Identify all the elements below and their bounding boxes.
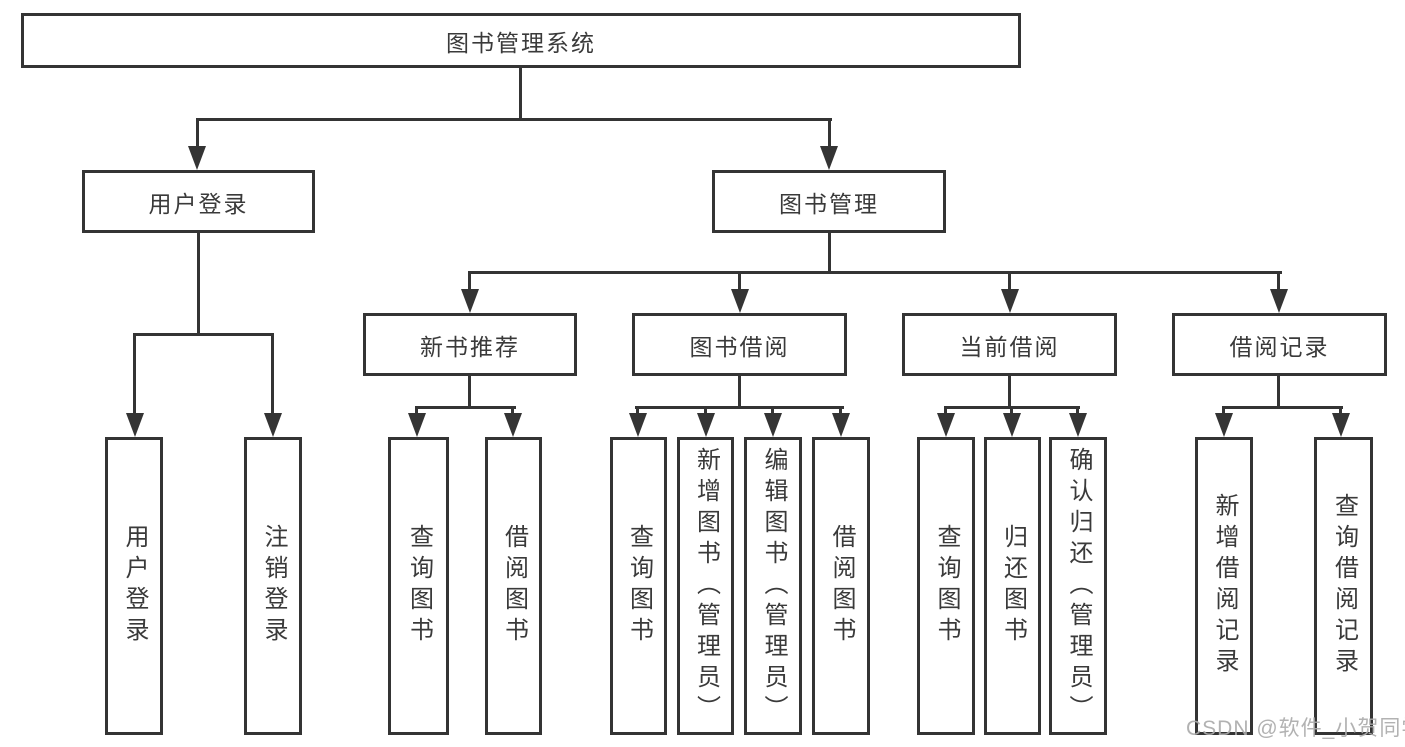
connector-line [468,374,471,409]
arrow-down-icon [1069,413,1087,437]
connector-line [133,333,136,415]
node-label: 图书借阅 [689,333,790,360]
leaf-label: 新增图书（管理员） [692,446,720,726]
arrow-down-icon [1270,289,1288,313]
connector-line [1339,406,1342,416]
leaf-edit-books-admin: 编辑图书（管理员） [744,437,802,735]
node-label: 图书管理 [779,190,879,217]
leaf-label: 用户登录 [121,524,148,648]
leaf-label: 归还图书 [999,524,1027,648]
connector-line [197,231,200,336]
arrow-down-icon [126,413,144,437]
arrow-down-icon [764,413,782,437]
node-label: 借阅记录 [1229,333,1330,360]
connector-line [635,406,844,409]
arrow-down-icon [937,413,955,437]
node-borrowing-records: 借阅记录 [1172,313,1387,376]
arrow-down-icon [832,413,850,437]
leaf-label: 新增借阅记录 [1211,493,1238,679]
leaf-user-login: 用户登录 [105,437,163,735]
node-new-book-recommend: 新书推荐 [363,313,577,376]
leaf-borrow-books: 借阅图书 [812,437,870,735]
leaf-return-books: 归还图书 [984,437,1041,735]
connector-line [738,271,741,293]
connector-line [636,406,639,416]
leaf-label: 查询图书 [625,524,653,648]
leaf-label: 注销登录 [260,524,287,648]
arrow-down-icon [1001,289,1019,313]
leaf-borrow-books: 借阅图书 [485,437,542,735]
arrow-down-icon [731,289,749,313]
node-label: 新书推荐 [420,333,520,360]
leaf-query-books: 查询图书 [388,437,449,735]
leaf-logout: 注销登录 [244,437,302,735]
node-book-management: 图书管理 [712,170,946,233]
leaf-add-books-admin: 新增图书（管理员） [677,437,734,735]
arrow-down-icon [1215,413,1233,437]
arrow-down-icon [461,289,479,313]
leaf-query-books: 查询图书 [917,437,975,735]
arrow-down-icon [504,413,522,437]
node-label: 图书管理系统 [446,29,596,56]
node-book-borrowing: 图书借阅 [632,313,847,376]
leaf-label: 编辑图书（管理员） [760,446,787,726]
connector-line [416,406,516,409]
connector-line [839,406,842,416]
csdn-watermark: CSDN @软件_小贺同学 [1186,717,1405,740]
arrow-down-icon [697,413,715,437]
connector-line [828,231,831,274]
connector-line [196,118,199,150]
connector-line [511,406,514,416]
leaf-label: 查询借阅记录 [1330,493,1358,679]
connector-line [271,333,274,415]
leaf-query-books: 查询图书 [610,437,667,735]
connector-line [1010,406,1013,416]
leaf-label: 确认归还（管理员） [1065,446,1092,726]
arrow-down-icon [264,413,282,437]
leaf-query-borrow-record: 查询借阅记录 [1314,437,1373,735]
connector-line [1222,406,1343,409]
connector-line [415,406,418,416]
node-current-borrowing: 当前借阅 [902,313,1117,376]
connector-line [468,271,471,293]
node-label: 用户登录 [148,190,249,217]
leaf-label: 借阅图书 [500,524,528,648]
arrow-down-icon [408,413,426,437]
connector-line [704,406,707,416]
node-label: 当前借阅 [959,333,1060,360]
connector-line [771,406,774,416]
connector-line [828,118,831,150]
arrow-down-icon [1003,413,1021,437]
connector-line [133,333,274,336]
arrow-down-icon [629,413,647,437]
connector-line [1008,271,1011,293]
connector-line [469,271,1282,274]
connector-line [1076,406,1079,416]
leaf-add-borrow-record: 新增借阅记录 [1195,437,1253,735]
connector-line [196,118,832,121]
node-user-login: 用户登录 [82,170,315,233]
connector-line [944,406,947,416]
arrow-down-icon [820,146,838,170]
leaf-label: 查询图书 [933,524,960,648]
connector-line [1222,406,1225,416]
leaf-label: 查询图书 [405,524,433,648]
node-library-management-system: 图书管理系统 [21,13,1021,68]
connector-line [519,66,522,121]
arrow-down-icon [1332,413,1350,437]
connector-line [1008,374,1011,409]
arrow-down-icon [188,146,206,170]
connector-line [738,374,741,409]
leaf-label: 借阅图书 [828,524,855,648]
connector-line [1277,374,1280,409]
connector-line [1277,271,1280,293]
leaf-confirm-return-admin: 确认归还（管理员） [1049,437,1107,735]
